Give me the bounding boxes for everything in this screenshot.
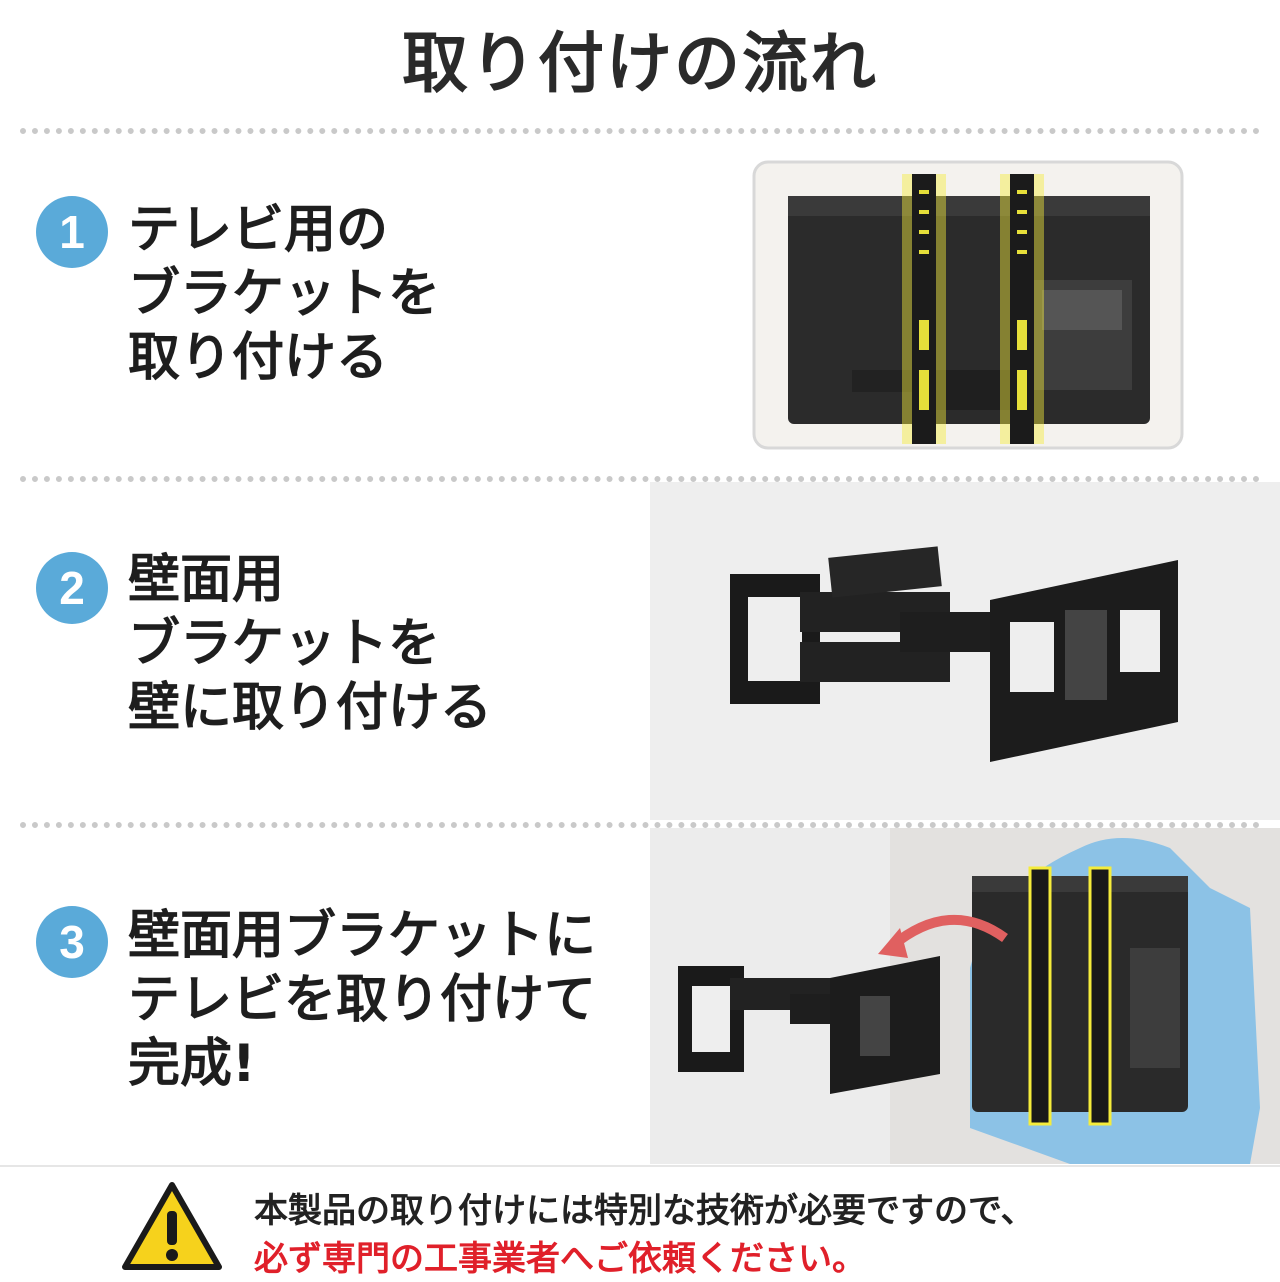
tv-mounting-image bbox=[650, 828, 1280, 1164]
dotted-divider bbox=[20, 128, 1260, 134]
step-text-line: 完成! bbox=[128, 1034, 256, 1094]
dotted-divider bbox=[20, 822, 1260, 828]
step-1: 1 テレビ用の ブラケットを 取り付ける bbox=[0, 140, 1280, 475]
step-2: 2 壁面用 ブラケットを 壁に取り付ける bbox=[0, 482, 1280, 820]
step-number-badge: 1 bbox=[36, 196, 108, 268]
step-text-line: 壁面用 bbox=[128, 550, 285, 610]
notice-line-1: 本製品の取り付けには特別な技術が必要ですので、 bbox=[254, 1191, 1035, 1231]
dotted-divider bbox=[20, 476, 1260, 482]
step-text-line: ブラケットを bbox=[128, 614, 441, 674]
curved-arrow-icon bbox=[888, 914, 1008, 950]
warning-icon bbox=[122, 1182, 222, 1270]
notice-line-2: 必ず専門の工事業者へご依頼ください。 bbox=[254, 1239, 866, 1279]
step-number-badge: 2 bbox=[36, 552, 108, 624]
step-text-line: ブラケットを bbox=[128, 264, 441, 324]
step-text-line: 壁面用ブラケットに bbox=[128, 906, 597, 966]
step-3-text: 壁面用ブラケットに テレビを取り付けて 完成! bbox=[128, 904, 596, 1096]
step-number-badge: 3 bbox=[36, 906, 108, 978]
step-text-line: テレビ用の bbox=[128, 200, 389, 260]
step-2-text: 壁面用 ブラケットを 壁に取り付ける bbox=[128, 548, 492, 740]
step-text-line: テレビを取り付けて bbox=[128, 970, 597, 1030]
step-text-line: 壁に取り付ける bbox=[128, 678, 493, 738]
step-1-text: テレビ用の ブラケットを 取り付ける bbox=[128, 198, 440, 390]
warning-notice: 本製品の取り付けには特別な技術が必要ですので、 必ず専門の工事業者へご依頼くださ… bbox=[0, 1165, 1280, 1282]
step-3: 3 壁面用ブラケットに テレビを取り付けて 完成! bbox=[0, 828, 1280, 1164]
step-text-line: 取り付ける bbox=[128, 328, 389, 388]
tv-back-with-bracket-image bbox=[752, 160, 1184, 450]
page-title: 取り付けの流れ bbox=[402, 25, 878, 102]
wall-bracket-image bbox=[650, 482, 1280, 820]
